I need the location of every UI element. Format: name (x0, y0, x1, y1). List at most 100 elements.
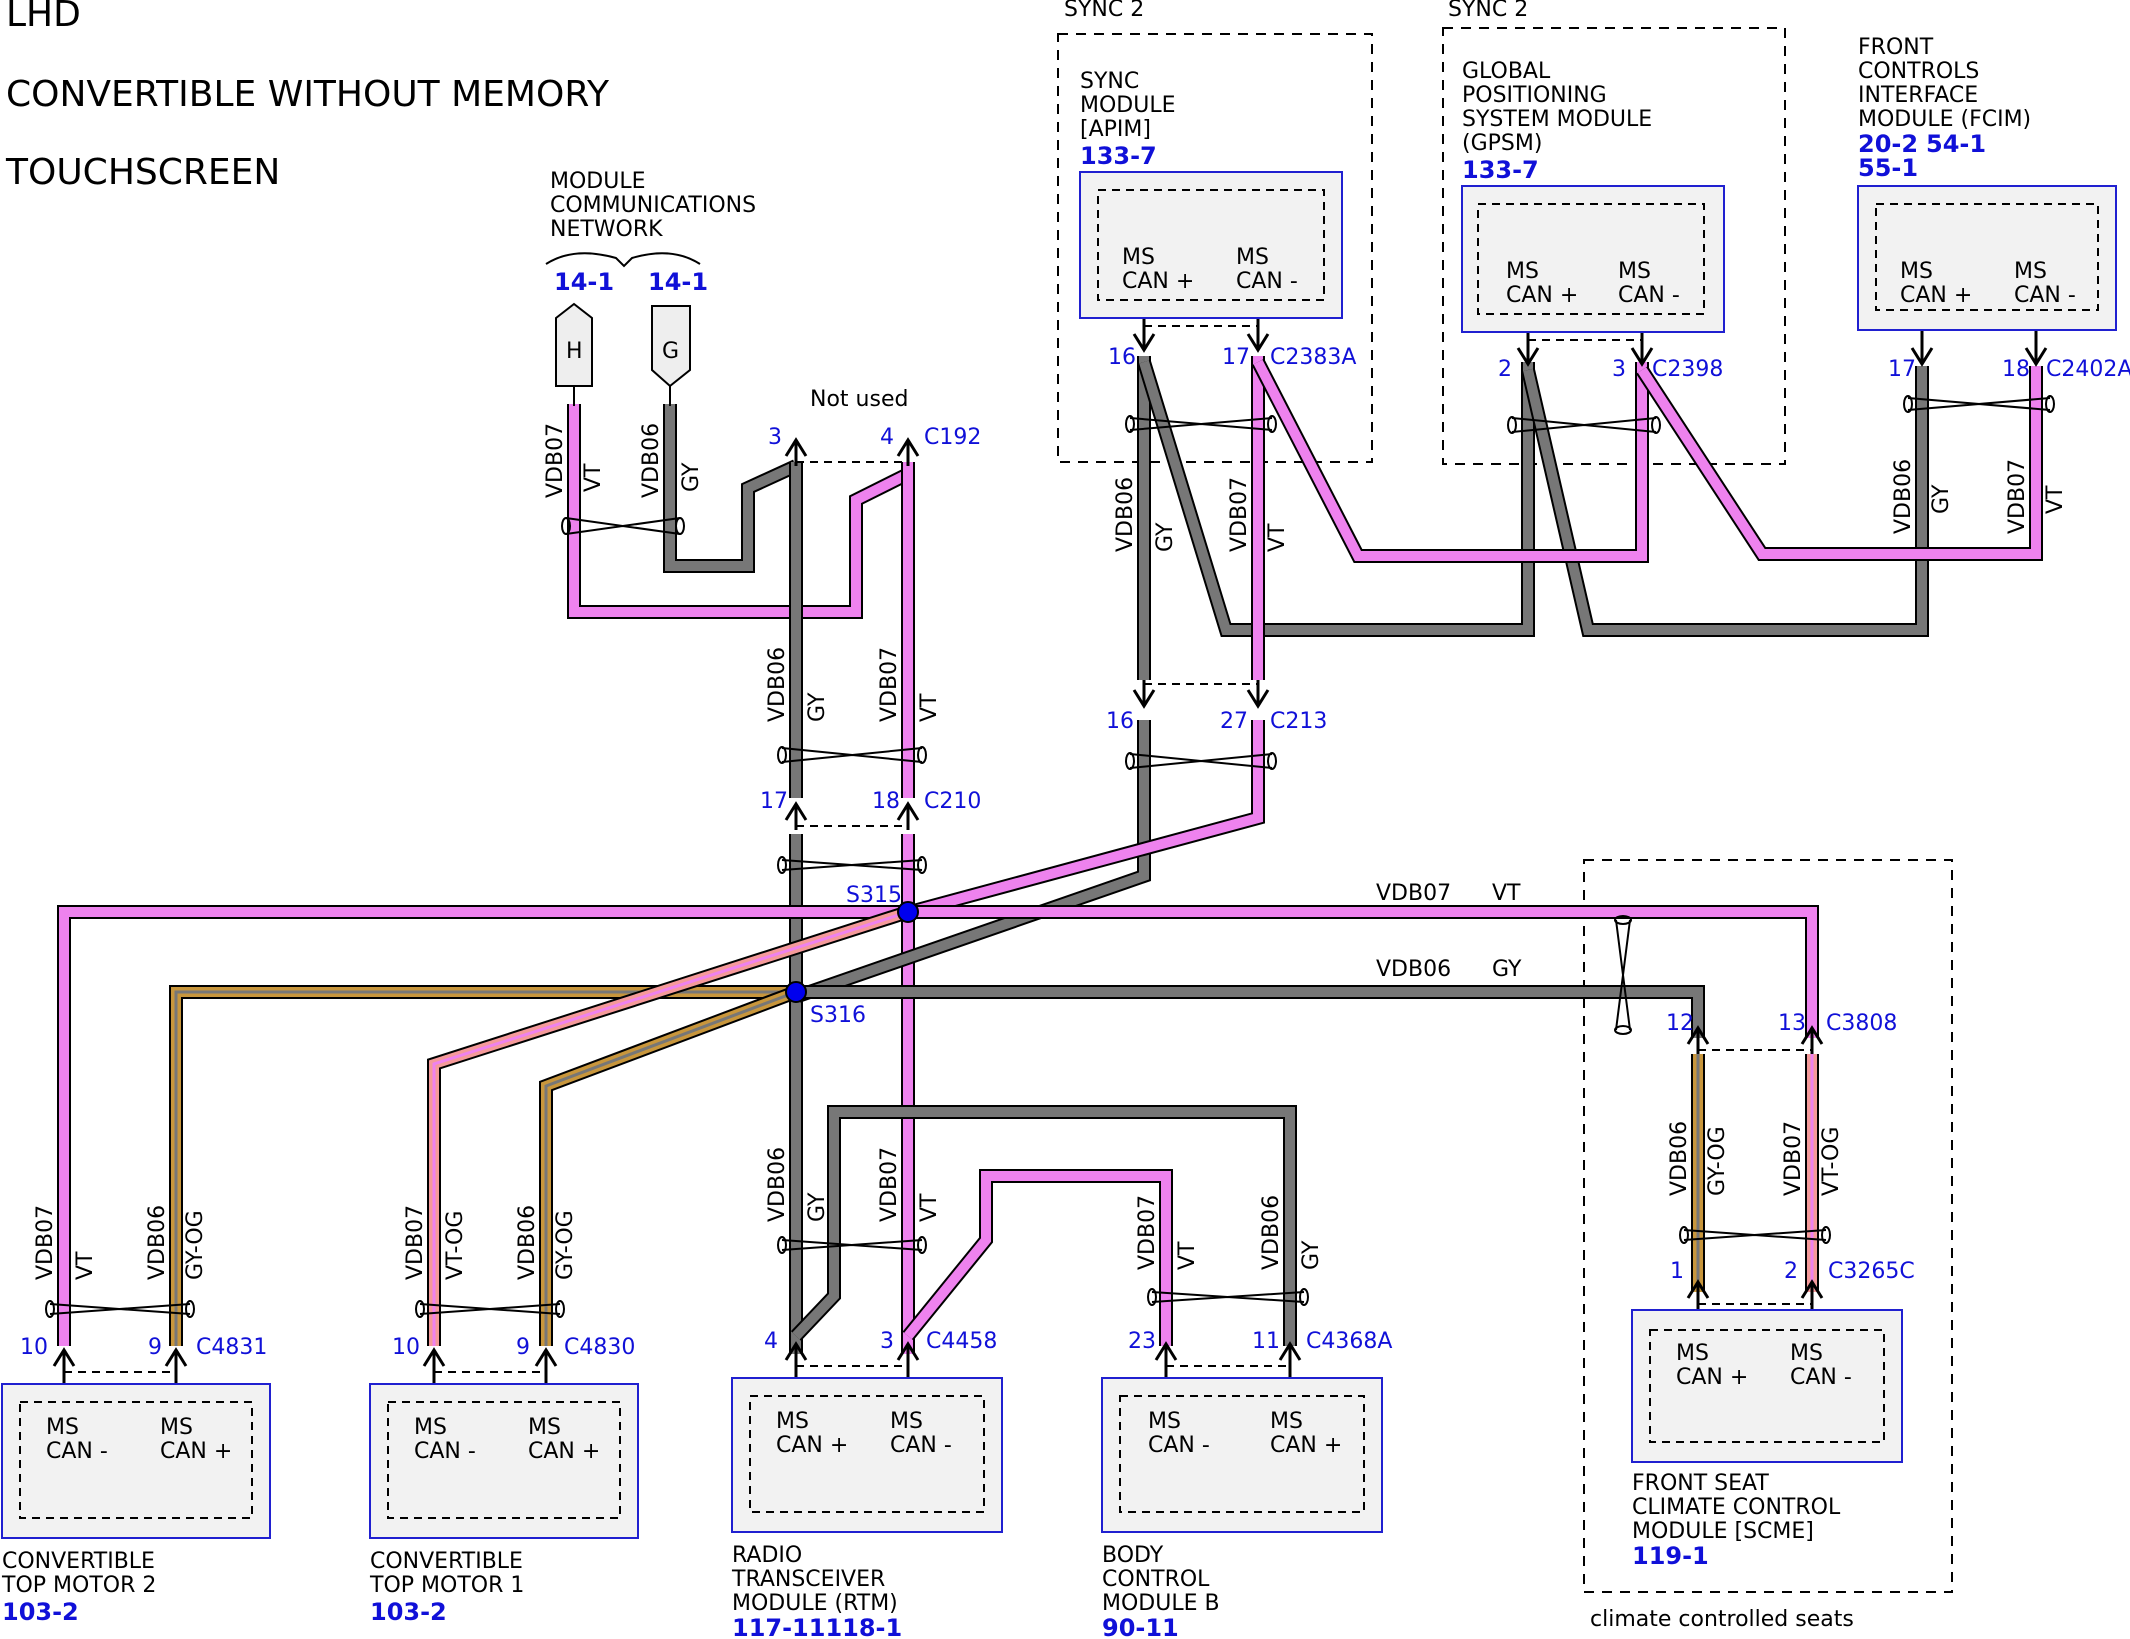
mcn-title-1: MODULE (550, 169, 646, 194)
module-fcim: FRONT CONTROLS INTERFACE MODULE (FCIM) 2… (1858, 35, 2130, 382)
svg-text:C3265C: C3265C (1828, 1259, 1915, 1284)
mcn-ref-g: 14-1 (648, 268, 708, 296)
svg-text:103-2: 103-2 (2, 1598, 79, 1626)
svg-text:VDB06: VDB06 (1376, 957, 1451, 982)
tag-h-icon (555, 302, 593, 387)
svg-text:CAN +: CAN + (1122, 269, 1194, 294)
svg-text:RADIO: RADIO (732, 1543, 802, 1568)
svg-text:FRONT SEAT: FRONT SEAT (1632, 1471, 1769, 1496)
svg-text:MS: MS (890, 1409, 923, 1434)
svg-text:VT: VT (2043, 485, 2068, 514)
tag-g-icon (651, 305, 691, 388)
tag-g-label: G (662, 339, 679, 364)
svg-text:MODULE: MODULE (1080, 93, 1176, 118)
svg-text:13: 13 (1778, 1011, 1806, 1036)
svg-text:VT: VT (73, 1251, 98, 1280)
svg-text:C3808: C3808 (1826, 1011, 1897, 1036)
svg-text:GLOBAL: GLOBAL (1462, 59, 1551, 84)
svg-text:MODULE B: MODULE B (1102, 1591, 1220, 1616)
splice-s315 (897, 901, 919, 923)
svg-text:CAN -: CAN - (1148, 1433, 1210, 1458)
mcn-block: MODULE COMMUNICATIONS NETWORK 14-1 14-1 … (545, 169, 756, 406)
module-gpsm: GLOBAL POSITIONING SYSTEM MODULE (GPSM) … (1462, 59, 1723, 382)
svg-text:MS: MS (414, 1415, 447, 1440)
splice-s315-label: S315 (846, 883, 902, 908)
svg-text:FRONT: FRONT (1858, 35, 1934, 60)
svg-text:C192: C192 (924, 425, 981, 450)
module-apim: SYNC MODULE [APIM] 133-7 MS CAN + MS CAN… (1080, 69, 1356, 370)
svg-text:12: 12 (1666, 1011, 1694, 1036)
svg-text:MS: MS (1506, 259, 1539, 284)
svg-text:CAN +: CAN + (528, 1439, 600, 1464)
svg-text:VDB07: VDB07 (403, 1205, 428, 1280)
svg-text:17: 17 (1888, 357, 1916, 382)
svg-text:9: 9 (516, 1335, 530, 1360)
svg-text:C2383A: C2383A (1270, 345, 1356, 370)
svg-text:MS: MS (2014, 259, 2047, 284)
svg-text:VDB07: VDB07 (33, 1205, 58, 1280)
svg-text:CAN -: CAN - (2014, 283, 2076, 308)
module-ctm1: 10 9 C4830 MS CAN - MS CAN + CONVERTIBLE… (369, 1335, 635, 1626)
svg-text:11: 11 (1252, 1329, 1280, 1354)
svg-text:CAN +: CAN + (160, 1439, 232, 1464)
svg-text:MS: MS (1618, 259, 1651, 284)
svg-text:C4458: C4458 (926, 1329, 997, 1354)
svg-text:Not used: Not used (810, 387, 908, 412)
svg-text:CAN -: CAN - (1790, 1365, 1852, 1390)
wire-apim-gpsm-gy (1137, 359, 1535, 637)
svg-text:C4831: C4831 (196, 1335, 267, 1360)
svg-text:VT: VT (917, 693, 942, 722)
svg-text:TRANSCEIVER: TRANSCEIVER (731, 1567, 885, 1592)
svg-text:GY: GY (1153, 522, 1178, 552)
svg-text:117-11118-1: 117-11118-1 (732, 1614, 902, 1639)
svg-text:VT: VT (1492, 881, 1521, 906)
svg-text:16: 16 (1108, 345, 1136, 370)
svg-text:GY: GY (1929, 484, 1954, 514)
svg-text:VT-OG: VT-OG (1819, 1127, 1844, 1196)
svg-text:VDB07: VDB07 (877, 647, 902, 722)
mcn-title-2: COMMUNICATIONS (550, 193, 756, 218)
svg-text:POSITIONING: POSITIONING (1462, 83, 1607, 108)
svg-text:18: 18 (872, 789, 900, 814)
svg-text:CLIMATE CONTROL: CLIMATE CONTROL (1632, 1495, 1841, 1520)
svg-text:TOP MOTOR 2: TOP MOTOR 2 (1, 1573, 156, 1598)
svg-text:GY: GY (1492, 957, 1522, 982)
twisted-pair-markers (45, 395, 2055, 1318)
sync-group-label-1: SYNC 2 (1064, 0, 1144, 22)
module-scme: 12 13 C3808 1 2 C3265C MS CAN + MS CAN -… (1632, 1011, 1915, 1570)
svg-text:17: 17 (760, 789, 788, 814)
svg-text:10: 10 (392, 1335, 420, 1360)
svg-text:CONVERTIBLE: CONVERTIBLE (370, 1549, 523, 1574)
inline-connectors: Not used 3 4 C192 17 18 C210 16 27 C213 (760, 387, 1327, 814)
svg-text:CAN -: CAN - (46, 1439, 108, 1464)
sync-group-label-2: SYNC 2 (1448, 0, 1528, 22)
svg-text:2: 2 (1498, 357, 1512, 382)
mcn-ref-h: 14-1 (554, 268, 614, 296)
svg-text:17: 17 (1222, 345, 1250, 370)
svg-text:VDB06: VDB06 (1113, 477, 1138, 552)
svg-text:VT: VT (1175, 1241, 1200, 1270)
svg-text:C2402A: C2402A (2046, 357, 2130, 382)
wire-labels: VDB07 VT VDB06 GY VDB06 GY VDB07 VT VDB0… (33, 423, 2068, 1280)
svg-text:9: 9 (148, 1335, 162, 1360)
svg-text:C210: C210 (924, 789, 981, 814)
svg-text:90-11: 90-11 (1102, 1614, 1179, 1639)
svg-text:VDB06: VDB06 (1891, 459, 1916, 534)
splice-s316-label: S316 (810, 1003, 866, 1028)
wire-bcm-gy (790, 1105, 1297, 1346)
wire-bcm-vt (902, 1169, 1173, 1346)
scme-note: climate controlled seats (1590, 1607, 1854, 1632)
svg-text:VDB07: VDB07 (877, 1147, 902, 1222)
svg-text:GY: GY (805, 1192, 830, 1222)
module-bcm: 23 11 C4368A MS CAN - MS CAN + BODY CONT… (1102, 1329, 1392, 1639)
svg-text:CONVERTIBLE: CONVERTIBLE (2, 1549, 155, 1574)
svg-text:4: 4 (880, 425, 894, 450)
svg-text:C2398: C2398 (1652, 357, 1723, 382)
svg-text:GY-OG: GY-OG (183, 1210, 208, 1280)
svg-text:2: 2 (1784, 1259, 1798, 1284)
svg-text:133-7: 133-7 (1080, 142, 1157, 170)
svg-text:MS: MS (46, 1415, 79, 1440)
svg-text:CAN +: CAN + (1676, 1365, 1748, 1390)
svg-text:CONTROLS: CONTROLS (1858, 59, 1979, 84)
svg-text:VDB07: VDB07 (1376, 881, 1451, 906)
